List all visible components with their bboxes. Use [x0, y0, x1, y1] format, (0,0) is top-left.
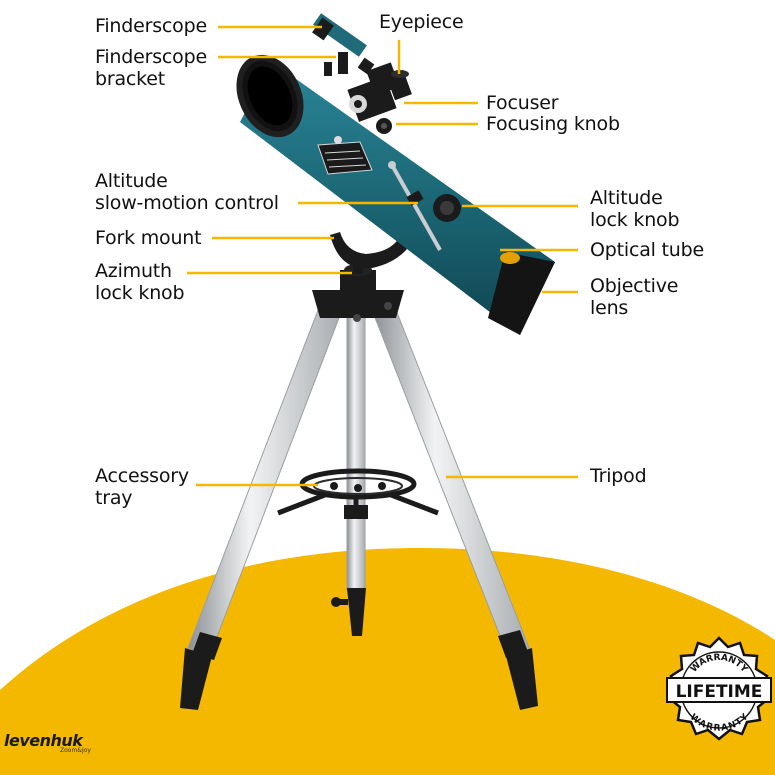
- label-fork-mount: Fork mount: [95, 227, 202, 249]
- label-altitude-slow-motion-line2: slow-motion control: [95, 192, 279, 214]
- finderscope-shape: [312, 13, 375, 76]
- tripod-head-shape: [312, 264, 404, 322]
- label-objective-lens-line2: lens: [590, 297, 629, 319]
- yellow-hill-background: [0, 548, 775, 775]
- seal-middle-text: LIFETIME: [676, 682, 763, 702]
- label-objective-lens: Objective lens: [590, 275, 678, 319]
- label-eyepiece-text: Eyepiece: [379, 11, 464, 33]
- label-altitude-lock-knob-line2: lock knob: [590, 209, 680, 231]
- seal-bottom-text: WARRANTY: [688, 712, 751, 734]
- label-optical-tube: Optical tube: [590, 239, 704, 261]
- label-azimuth-lock-knob-line1: Azimuth: [95, 260, 172, 282]
- seal-band: [666, 677, 772, 703]
- label-altitude-lock-knob-line1: Altitude: [590, 187, 663, 209]
- label-accessory-tray-line2: tray: [95, 487, 133, 509]
- label-accessory-tray: Accessory tray: [95, 465, 189, 509]
- label-accessory-tray-line1: Accessory: [95, 465, 189, 487]
- label-eyepiece: Eyepiece: [379, 11, 464, 33]
- label-altitude-slow-motion-line1: Altitude: [95, 170, 168, 192]
- label-focuser-text: Focuser: [486, 92, 559, 114]
- label-finderscope: Finderscope: [95, 15, 207, 37]
- label-altitude-lock-knob: Altitude lock knob: [590, 187, 680, 231]
- label-fork-mount-text: Fork mount: [95, 227, 202, 249]
- brand-logo-tagline: Zoom&Joy: [60, 747, 91, 754]
- leader-lines: [187, 25, 578, 487]
- altitude-lock-knob-shape: [433, 194, 461, 222]
- optical-tube-shape: [236, 54, 555, 335]
- label-azimuth-lock-knob-line2: lock knob: [95, 282, 185, 304]
- fork-mount-shape: [330, 206, 432, 274]
- label-finderscope-bracket: Finderscope bracket: [95, 46, 207, 90]
- brand-logo-name: levenhuk: [4, 731, 83, 750]
- label-focusing-knob: Focusing knob: [486, 113, 620, 135]
- label-azimuth-lock-knob: Azimuth lock knob: [95, 260, 185, 304]
- warranty-seal: [666, 636, 772, 741]
- label-optical-tube-text: Optical tube: [590, 239, 704, 261]
- label-finderscope-bracket-line1: Finderscope: [95, 46, 207, 68]
- seal-top-text: WARRANTY: [689, 653, 749, 675]
- label-finderscope-bracket-line2: bracket: [95, 68, 166, 90]
- label-objective-lens-line1: Objective: [590, 275, 679, 297]
- label-finderscope-text: Finderscope: [95, 15, 207, 37]
- label-focuser: Focuser: [486, 92, 559, 114]
- tripod-legs: [180, 304, 538, 710]
- brand-logo: levenhuk Zoom&Joy: [4, 731, 91, 754]
- label-tripod-text: Tripod: [590, 465, 647, 487]
- label-tripod: Tripod: [590, 465, 647, 487]
- label-altitude-slow-motion-control: Altitude slow-motion control: [95, 170, 279, 214]
- label-focusing-knob-text: Focusing knob: [486, 113, 620, 135]
